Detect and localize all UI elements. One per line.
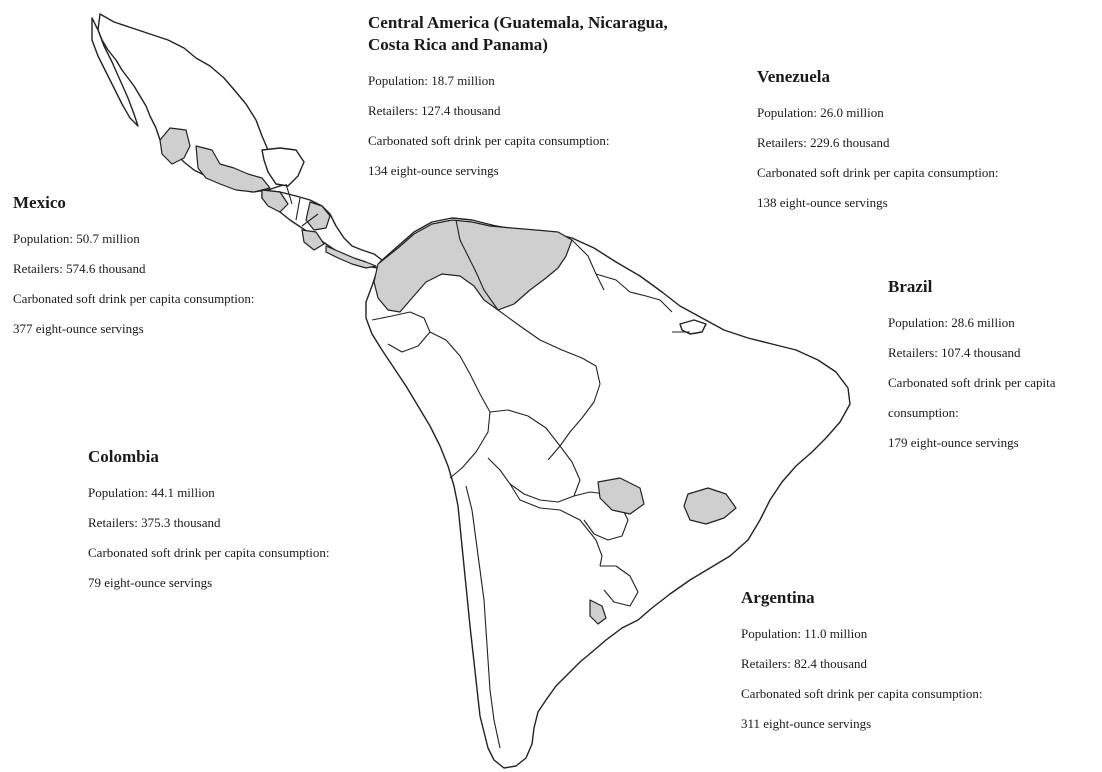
- venezuela-consumption-label: Carbonated soft drink per capita consump…: [757, 165, 999, 180]
- mexico-highlight-center: [195, 145, 271, 193]
- baja-california-shape: [91, 17, 139, 127]
- ecuador-border: [371, 311, 431, 353]
- brazil-servings: 179 eight-ounce servings: [888, 435, 1019, 450]
- argentina-title: Argentina: [741, 588, 815, 607]
- brazil-title: Brazil: [888, 277, 933, 296]
- venezuela-population: Population: 26.0 million: [757, 105, 884, 120]
- mexico-title: Mexico: [13, 193, 66, 212]
- argentina-servings: 311 eight-ounce servings: [741, 716, 872, 731]
- brazil-consumption-label-1: Carbonated soft drink per capita: [888, 375, 1056, 390]
- argentina-highlight: [589, 599, 607, 625]
- brazil-label: Brazil Population: 28.6 million Retailer…: [888, 276, 1056, 458]
- colombia-label: Colombia Population: 44.1 million Retail…: [88, 446, 330, 598]
- central-america-borders: [285, 183, 319, 227]
- central-america-servings: 134 eight-ounce servings: [368, 163, 499, 178]
- guatemala-highlight: [261, 189, 289, 213]
- central-america-population: Population: 18.7 million: [368, 73, 495, 88]
- brazil-west-border: [497, 309, 601, 461]
- colombia-title: Colombia: [88, 447, 159, 466]
- brazil-highlight-west: [597, 477, 645, 515]
- mexico-consumption-label: Carbonated soft drink per capita consump…: [13, 291, 255, 306]
- argentina-population: Population: 11.0 million: [741, 626, 868, 641]
- venezuela-servings: 138 eight-ounce servings: [757, 195, 888, 210]
- colombia-retailers: Retailers: 375.3 thousand: [88, 515, 221, 530]
- venezuela-retailers: Retailers: 229.6 thousand: [757, 135, 890, 150]
- mexico-retailers: Retailers: 574.6 thousand: [13, 261, 146, 276]
- colombia-consumption-label: Carbonated soft drink per capita consump…: [88, 545, 330, 560]
- argentina-retailers: Retailers: 82.4 thousand: [741, 656, 868, 671]
- central-america-retailers: Retailers: 127.4 thousand: [368, 103, 501, 118]
- colombia-venezuela-border: [455, 219, 499, 311]
- island-shape: [679, 319, 707, 335]
- central-america-consumption-label: Carbonated soft drink per capita consump…: [368, 133, 610, 148]
- mexico-population: Population: 50.7 million: [13, 231, 140, 246]
- peru-border: [429, 331, 491, 479]
- mexico-label: Mexico Population: 50.7 million Retailer…: [13, 192, 255, 344]
- venezuela-label: Venezuela Population: 26.0 million Retai…: [757, 66, 999, 218]
- costa-rica-highlight: [301, 229, 325, 251]
- mexico-highlight-north: [159, 127, 191, 165]
- brazil-consumption-label-2: consumption:: [888, 405, 959, 420]
- uruguay-border: [600, 565, 639, 607]
- argentina-north-border: [509, 483, 603, 567]
- bolivia-border: [487, 409, 581, 503]
- colombia-servings: 79 eight-ounce servings: [88, 575, 213, 590]
- panama-highlight: [325, 245, 377, 269]
- paraguay-border: [573, 491, 629, 541]
- argentina-label: Argentina Population: 11.0 million Retai…: [741, 587, 983, 739]
- nicaragua-highlight: [305, 201, 331, 231]
- colombia-population: Population: 44.1 million: [88, 485, 215, 500]
- central-america-title: Central America (Guatemala, Nicaragua, C…: [368, 13, 668, 54]
- guyana-borders: [571, 239, 673, 313]
- mexico-servings: 377 eight-ounce servings: [13, 321, 144, 336]
- brazil-retailers: Retailers: 107.4 thousand: [888, 345, 1021, 360]
- chile-border: [465, 485, 501, 749]
- central-america-label: Central America (Guatemala, Nicaragua, C…: [368, 12, 698, 186]
- brazil-highlight-southeast: [683, 487, 737, 525]
- brazil-population: Population: 28.6 million: [888, 315, 1015, 330]
- venezuela-title: Venezuela: [757, 67, 831, 86]
- argentina-consumption-label: Carbonated soft drink per capita consump…: [741, 686, 983, 701]
- yucatan-shape: [261, 147, 305, 187]
